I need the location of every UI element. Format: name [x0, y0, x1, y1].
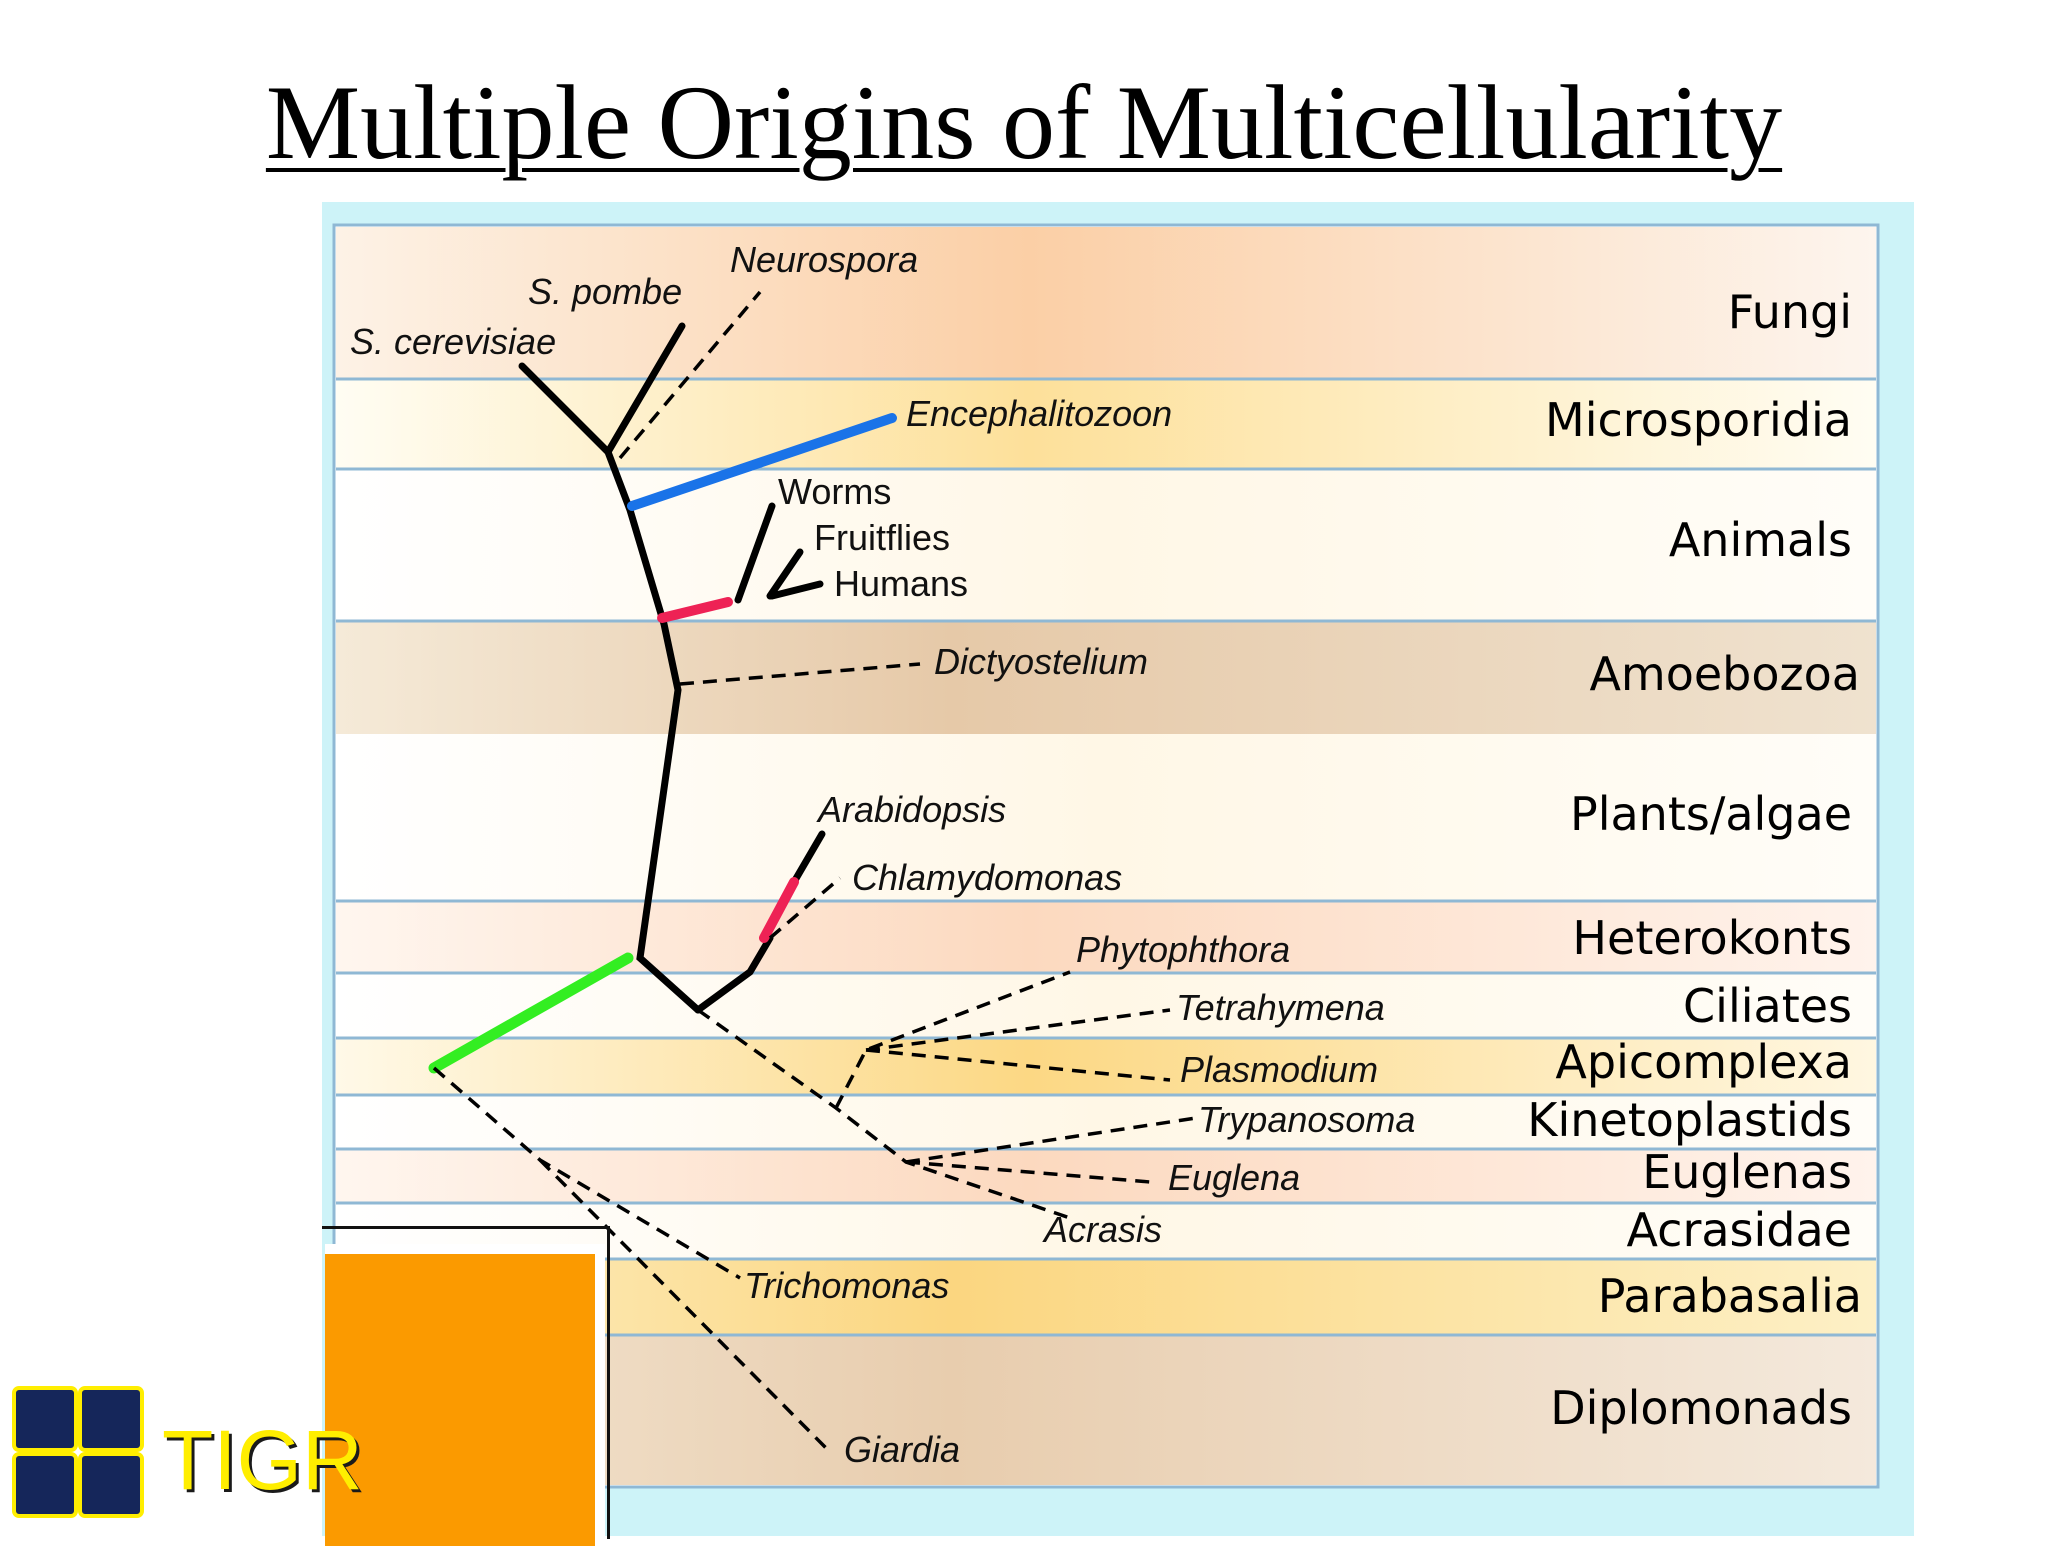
taxon-phytophthora: Phytophthora [1076, 929, 1290, 970]
taxon-fruitflies: Fruitflies [814, 517, 950, 558]
band-animals [336, 470, 1876, 620]
taxon-chlamydomonas: Chlamydomonas [852, 857, 1122, 898]
taxon-tetrahymena: Tetrahymena [1176, 987, 1385, 1028]
row-label-plants-algae: Plants/algae [1570, 787, 1852, 841]
taxon-dictyostelium: Dictyostelium [934, 641, 1148, 682]
row-label-parabasalia: Parabasalia [1598, 1269, 1862, 1323]
taxon-s-cerevisiae: S. cerevisiae [350, 321, 556, 362]
band-amoebozoa [336, 622, 1876, 734]
tree-solid-branches [518, 322, 826, 1014]
row-label-kinetoplastids: Kinetoplastids [1527, 1093, 1852, 1147]
row-label-euglenas: Euglenas [1642, 1145, 1852, 1199]
row-label-microsporidia: Microsporidia [1545, 393, 1852, 447]
logo-icon [12, 1386, 144, 1518]
overlay-panel-frame [322, 1226, 610, 1539]
taxon-trichomonas: Trichomonas [744, 1265, 949, 1306]
band-microsporidia [336, 380, 1876, 468]
row-label-apicomplexa: Apicomplexa [1555, 1035, 1852, 1089]
band-plants [336, 734, 1876, 900]
tree-dashed-branches [432, 290, 1197, 1454]
taxon-s-pombe: S. pombe [528, 271, 682, 312]
branch-root [428, 952, 634, 1074]
row-label-ciliates: Ciliates [1683, 979, 1852, 1033]
row-label-amoebozoa: Amoebozoa [1589, 647, 1860, 701]
row-label-fungi: Fungi [1728, 285, 1852, 339]
row-label-heterokonts: Heterokonts [1572, 911, 1852, 965]
row-label-diplomonads: Diplomonads [1550, 1381, 1852, 1435]
row-label-animals: Animals [1669, 513, 1852, 567]
taxon-humans: Humans [834, 563, 968, 604]
band-apicomplexa [336, 1039, 1876, 1094]
row-label-acrasidae: Acrasidae [1627, 1203, 1853, 1257]
band-euglenas [336, 1150, 1876, 1202]
taxon-encephalitozoon: Encephalitozoon [906, 393, 1172, 434]
taxon-euglena: Euglena [1168, 1157, 1300, 1198]
band-ciliates [336, 974, 1876, 1037]
taxon-giardia: Giardia [844, 1429, 960, 1470]
taxon-trypanosoma: Trypanosoma [1198, 1099, 1415, 1140]
taxon-worms: Worms [778, 471, 891, 512]
logo-text: TIGR [162, 1413, 363, 1507]
taxon-acrasis: Acrasis [1042, 1209, 1162, 1250]
taxon-plasmodium: Plasmodium [1180, 1049, 1378, 1090]
band-heterokonts [336, 902, 1876, 972]
taxon-neurospora: Neurospora [730, 239, 918, 280]
branch-microsporidia [627, 413, 897, 511]
taxon-arabidopsis: Arabidopsis [816, 789, 1006, 830]
orange-overlay-panel [325, 1244, 605, 1546]
branch-animals-origin [657, 597, 733, 623]
branch-plants-origin [759, 877, 799, 943]
band-fungi [336, 227, 1876, 378]
band-kinetoplastids [336, 1096, 1876, 1148]
slide-title: Multiple Origins of Multicellularity [265, 64, 1783, 181]
